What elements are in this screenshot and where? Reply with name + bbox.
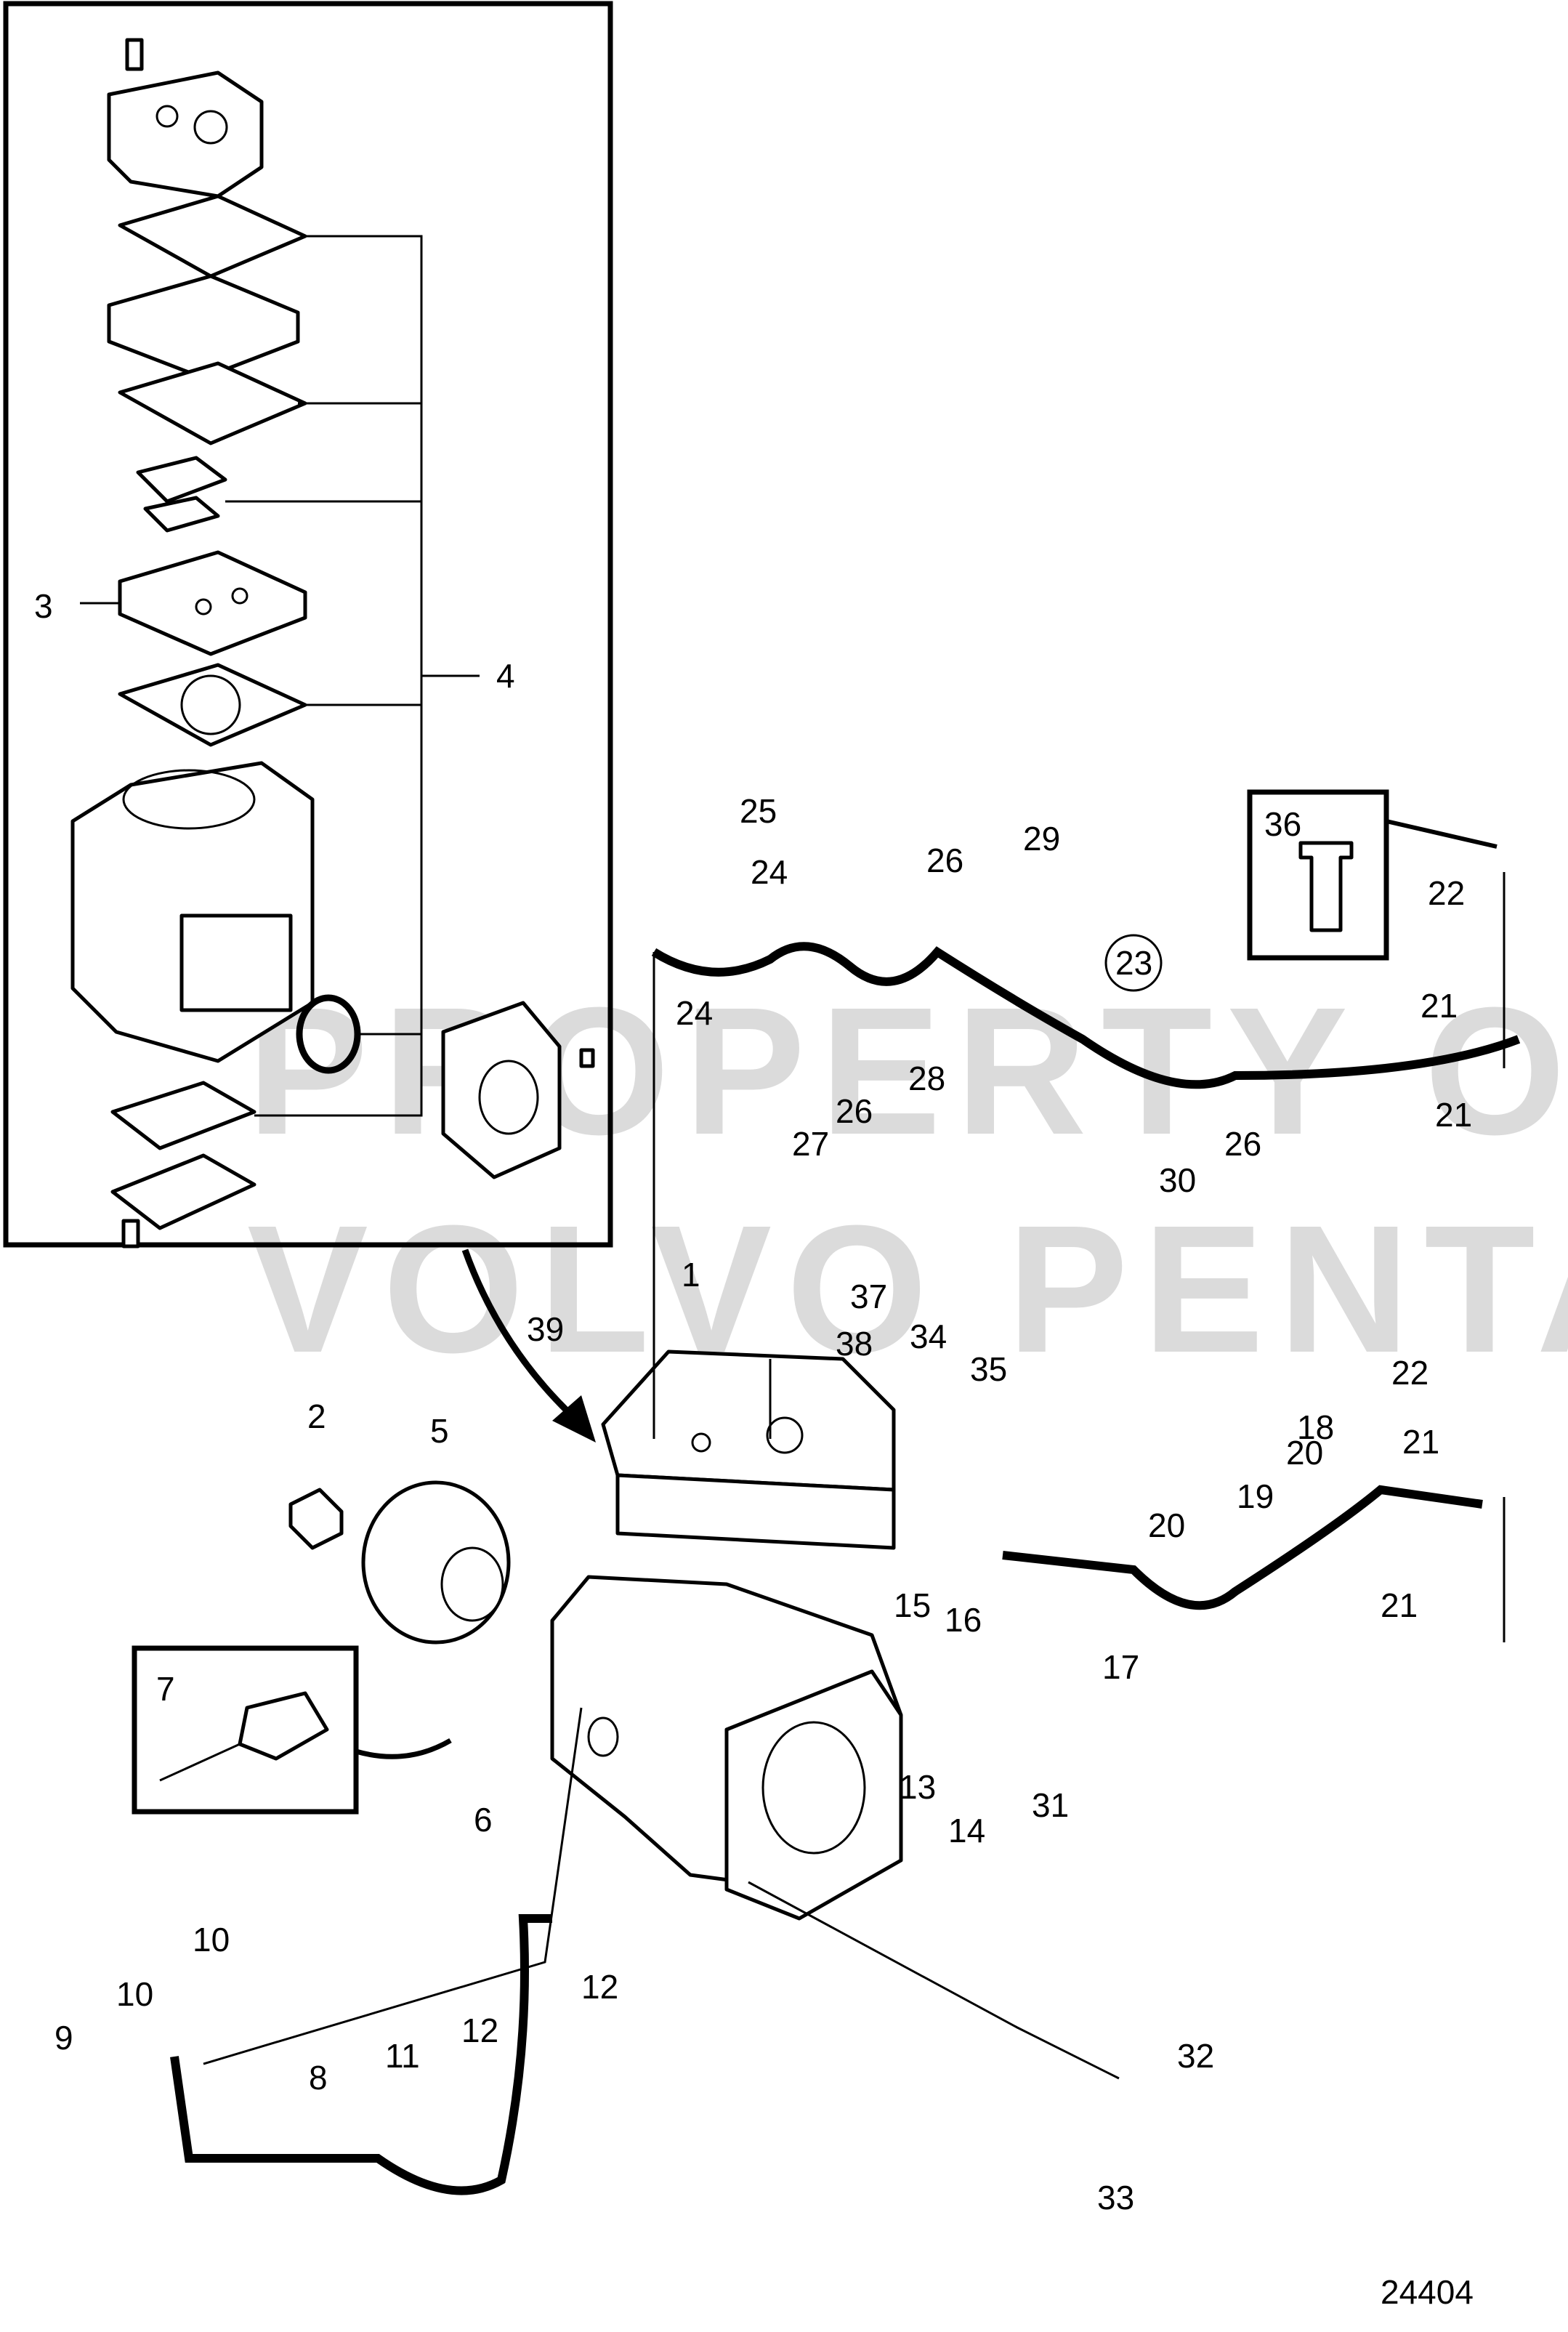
- callout-13: 13: [899, 1768, 936, 1806]
- callout-22b: 22: [1391, 1354, 1428, 1392]
- callout-4: 4: [496, 657, 515, 695]
- callout-10a: 10: [116, 1975, 153, 2013]
- callout-6: 6: [474, 1801, 493, 1839]
- callout-18: 18: [1297, 1408, 1334, 1446]
- callout-24b: 24: [676, 994, 713, 1032]
- callout-11: 11: [385, 2037, 420, 2075]
- callout-25: 25: [740, 792, 777, 830]
- inset-cylinder-head-explosion: [3, 1, 613, 1248]
- drawing-number: 24404: [1381, 2273, 1474, 2311]
- callout-30: 30: [1159, 1161, 1196, 1199]
- callout-16: 16: [945, 1601, 982, 1639]
- callout-21c: 21: [1402, 1423, 1439, 1461]
- callout-24a: 24: [751, 853, 788, 891]
- callout-1: 1: [682, 1256, 700, 1294]
- callout-19: 19: [1237, 1477, 1274, 1515]
- inset-sealant: [132, 1645, 452, 1815]
- callout-35: 35: [970, 1350, 1007, 1388]
- callout-21d: 21: [1381, 1586, 1418, 1624]
- callout-8: 8: [309, 2059, 328, 2097]
- callout-15: 15: [894, 1586, 931, 1624]
- callout-31: 31: [1032, 1786, 1069, 1824]
- callout-circle-23: [1104, 934, 1163, 992]
- callout-38: 38: [836, 1325, 873, 1363]
- callout-21a: 21: [1421, 987, 1458, 1025]
- callout-3: 3: [34, 587, 53, 625]
- callout-39: 39: [527, 1310, 564, 1348]
- callout-12b: 12: [581, 1968, 618, 2006]
- callout-20a: 20: [1148, 1506, 1185, 1544]
- callout-37: 37: [850, 1278, 887, 1315]
- callout-26c: 26: [1224, 1125, 1261, 1163]
- callout-10b: 10: [193, 1921, 230, 1958]
- callout-33: 33: [1097, 2179, 1134, 2216]
- callout-17: 17: [1102, 1648, 1139, 1686]
- callout-12a: 12: [461, 2012, 498, 2049]
- callout-26a: 26: [926, 842, 963, 879]
- oil-pipes: [170, 872, 1521, 2195]
- callout-20b: 20: [1286, 1434, 1323, 1472]
- inset-arrow-head: [552, 1395, 596, 1443]
- callout-9: 9: [54, 2019, 73, 2057]
- callout-29: 29: [1023, 820, 1060, 858]
- callout-21b: 21: [1435, 1096, 1472, 1134]
- inset-banjo-bolt: [1247, 789, 1498, 961]
- callout-26b: 26: [836, 1092, 873, 1130]
- watermark-line-2: VOLVO PENTA: [247, 1187, 1568, 1390]
- callout-5: 5: [430, 1412, 449, 1450]
- callout-34: 34: [910, 1318, 947, 1355]
- callout-22a: 22: [1428, 874, 1465, 912]
- callout-2: 2: [307, 1397, 326, 1435]
- callout-32: 32: [1177, 2037, 1214, 2075]
- callout-27: 27: [792, 1125, 829, 1163]
- callout-23: 23: [1115, 944, 1152, 982]
- compressor-assembly: [288, 1349, 903, 1921]
- callout-36: 36: [1264, 805, 1301, 843]
- callout-14: 14: [948, 1812, 985, 1849]
- callout-labels: 1 2 3 4 5 6 7 8 9 10 10 11 12 12 13 14 1…: [34, 587, 1474, 2311]
- inset-arrow: [461, 1248, 584, 1427]
- callout-7: 7: [156, 1670, 175, 1708]
- callout-28: 28: [908, 1060, 945, 1097]
